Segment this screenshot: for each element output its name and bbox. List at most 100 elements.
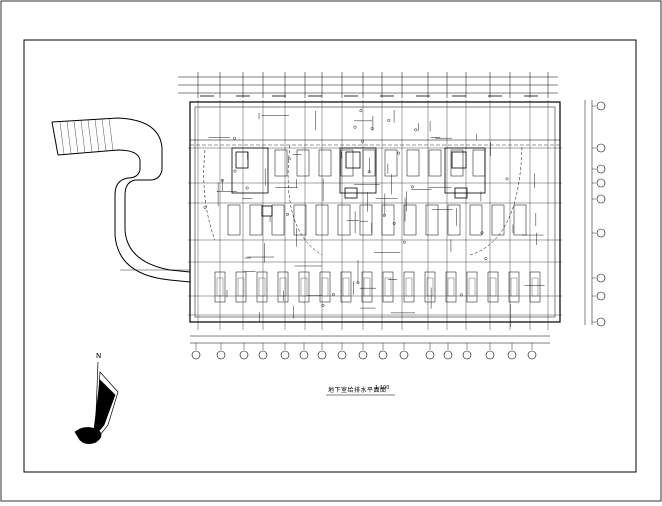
axis-bubble-icon — [280, 350, 290, 360]
parking-stall — [472, 149, 486, 177]
axis-bubble-icon — [239, 350, 249, 360]
parking-stall-mark — [258, 277, 266, 297]
parking-stall — [469, 204, 483, 236]
pipe-runs — [200, 95, 545, 328]
hatch-line — [73, 120, 79, 154]
axis-bubble-icon — [443, 350, 453, 360]
parking-stall — [425, 204, 439, 236]
parking-stall — [298, 271, 310, 303]
pipe-fitting — [480, 231, 484, 235]
axis-bubble-icon — [527, 350, 537, 360]
pipe-fitting — [286, 212, 289, 216]
pipe-fitting — [484, 257, 488, 261]
entry-ramp — [51, 117, 191, 283]
pipe-fitting — [387, 119, 391, 122]
parking-stall-mark — [321, 277, 329, 297]
axis-bubble-icon — [507, 350, 517, 360]
pipe-fitting — [414, 128, 418, 132]
turning-arcs — [203, 144, 523, 256]
parking-stall — [249, 204, 263, 236]
bottom-dimension-lines — [190, 335, 550, 344]
pipe-fitting — [233, 136, 237, 140]
axis-bubble-icon — [399, 350, 409, 360]
parking-stall-mark — [342, 277, 350, 297]
parking-stall — [382, 271, 394, 303]
parking-stall — [424, 271, 436, 303]
axis-bubbles-right — [592, 101, 606, 327]
parking-stall — [362, 149, 376, 177]
parking-stall — [318, 149, 332, 177]
axis-bubble-icon — [462, 350, 472, 360]
axis-bubble-icon — [337, 350, 347, 360]
parking-stall-mark — [363, 277, 371, 297]
pipe-fitting — [321, 304, 325, 307]
axis-bubble-icon — [299, 350, 309, 360]
top-dimension-lines — [178, 72, 558, 98]
parking-stall — [227, 204, 241, 236]
pipe-fitting — [359, 109, 363, 113]
axis-bubble-icon — [317, 350, 327, 360]
hatch-line — [80, 120, 86, 153]
parking-stall — [487, 271, 499, 303]
parking-stall-mark — [279, 277, 287, 297]
parking-stall — [337, 204, 351, 236]
axis-bubble-icon — [358, 350, 368, 360]
pipe-fitting — [353, 125, 357, 129]
axis-bubble-icon — [485, 350, 495, 360]
parking-stall — [235, 271, 247, 303]
parking-stall-mark — [384, 277, 392, 297]
parking-stall-mark — [237, 277, 245, 297]
parking-stall — [466, 271, 478, 303]
pipe-fitting — [459, 293, 463, 297]
parking-stall-mark — [468, 277, 476, 297]
parking-stall — [359, 204, 373, 236]
parking-stall — [508, 271, 520, 303]
parking-stall — [428, 149, 442, 177]
pipe-fitting — [332, 293, 335, 296]
axis-bubble-icon — [378, 350, 388, 360]
parking-stall-mark — [300, 277, 308, 297]
hatch-line — [101, 118, 107, 152]
pipe-fitting — [397, 151, 401, 155]
pipe-fitting — [233, 169, 237, 173]
parking-stall — [491, 204, 505, 236]
axis-bubble-icon — [596, 194, 606, 204]
north-label: N — [96, 352, 102, 360]
hatch-line — [59, 121, 65, 155]
ramp-hatching — [59, 118, 114, 155]
north-arrow-icon — [74, 361, 119, 444]
parking-stall — [403, 204, 417, 236]
parking-stall-mark — [426, 277, 434, 297]
pipe-fitting — [203, 206, 207, 209]
parking-stall — [406, 149, 420, 177]
parking-stall — [274, 149, 288, 177]
parking-stall-mark — [216, 277, 224, 297]
parking-stall — [315, 204, 329, 236]
axis-bubble-icon — [216, 350, 226, 360]
parking-stall — [296, 149, 310, 177]
parking-stall — [256, 271, 268, 303]
pipe-fitting — [245, 186, 249, 190]
pipe-fitting — [402, 240, 406, 244]
pipe-fitting — [220, 178, 224, 182]
parking-stall — [214, 271, 226, 303]
pipe-fitting — [411, 185, 414, 189]
parking-stall — [340, 271, 352, 303]
pipe-fitting — [370, 127, 374, 131]
parking-stall-mark — [510, 277, 518, 297]
axis-bubble-icon — [425, 350, 435, 360]
parking-stalls — [214, 149, 541, 303]
parking-stall — [445, 271, 457, 303]
hatch-line — [87, 119, 93, 153]
axis-bubble-icon — [596, 178, 606, 188]
parking-stall — [529, 271, 541, 303]
parking-stall-mark — [489, 277, 497, 297]
axis-bubble-icon — [596, 143, 606, 153]
axis-bubble-icon — [596, 273, 606, 283]
right-dimension-lines — [584, 100, 593, 325]
parking-stall-mark — [447, 277, 455, 297]
axis-bubble-icon — [596, 317, 606, 327]
parking-stall-mark — [531, 277, 539, 297]
